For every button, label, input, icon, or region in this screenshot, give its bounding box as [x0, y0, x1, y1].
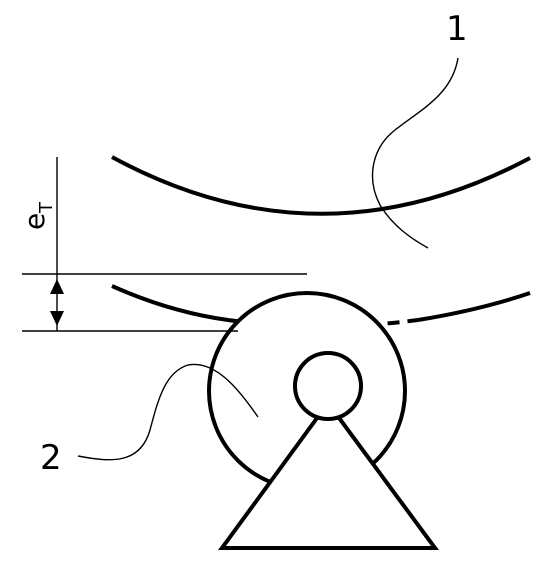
arrowhead-up	[50, 279, 64, 294]
dimension-label-subscript: T	[36, 201, 57, 214]
label-2: 2	[40, 438, 62, 478]
leader-line-1	[371, 57, 459, 249]
leader-line-2	[77, 363, 259, 461]
arrowhead-down	[50, 311, 64, 326]
lower-arc-left	[111, 284, 229, 322]
lower-arc-right	[417, 291, 531, 322]
label-1: 1	[446, 9, 468, 49]
dimension-label-e: e	[18, 213, 51, 230]
hub-circle	[293, 351, 363, 421]
dimension-label-eT: e T	[18, 201, 57, 230]
support-triangle	[218, 399, 439, 550]
upper-arc	[111, 155, 531, 216]
